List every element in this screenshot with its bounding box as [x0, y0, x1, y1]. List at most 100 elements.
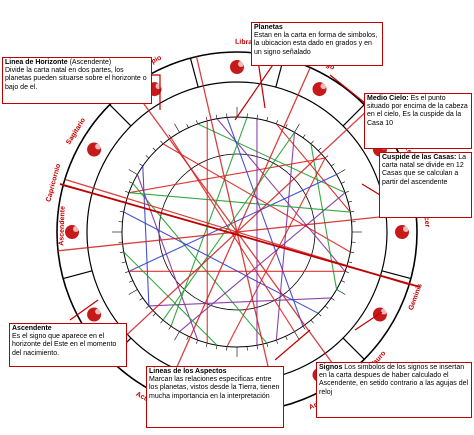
ascendant-title: Ascendente: [12, 325, 52, 332]
degree-tick: [196, 120, 198, 125]
degree-tick: [331, 297, 335, 301]
degree-tick: [139, 163, 143, 167]
degree-tick: [119, 251, 124, 253]
degree-tick: [119, 211, 124, 213]
aspect-lines-callout: Lineas de los Aspectos Marcan las relaci…: [146, 366, 284, 428]
aspect-line: [142, 166, 150, 306]
ascendant-callout: Ascendente Es el signo que aparece en el…: [9, 323, 127, 367]
aspect-line: [128, 174, 337, 272]
degree-tick: [324, 155, 329, 159]
signs-callout: Signos Los simbolos de los signos se ins…: [316, 362, 472, 418]
degree-tick: [350, 251, 355, 253]
planets-text: Estan en la carta en forma de simbolos, …: [254, 32, 378, 56]
degree-tick: [348, 261, 353, 264]
aspect-line: [162, 132, 295, 321]
midheaven-text: Es el punto situado por encima de la cab…: [367, 95, 468, 127]
degree-tick: [341, 181, 345, 184]
sign-divider: [189, 57, 199, 88]
aspect-line: [275, 132, 296, 341]
degree-tick: [256, 114, 258, 119]
aspect-line: [226, 157, 326, 347]
degree-tick: [121, 261, 126, 264]
aspect-line: [216, 118, 346, 272]
degree-tick: [160, 140, 164, 145]
degree-tick: [348, 200, 353, 203]
degree-tick: [256, 345, 258, 350]
house-cusp-text: La carta natal se divide en 12 Casas que…: [382, 154, 467, 186]
signs-title: Signos: [319, 364, 343, 371]
degree-tick: [174, 331, 180, 341]
degree-tick: [129, 181, 133, 184]
sign-label: Ascendente: [58, 206, 66, 246]
degree-tick: [186, 124, 189, 128]
degree-tick: [139, 297, 143, 301]
degree-tick: [276, 120, 278, 125]
degree-tick: [266, 343, 269, 348]
house-cusp-line: [57, 212, 417, 252]
sign-glyph-icon: [87, 307, 102, 322]
degree-tick: [285, 124, 288, 128]
sign-divider: [381, 270, 412, 280]
degree-tick: [350, 211, 355, 213]
degree-tick: [129, 280, 133, 283]
aspect-line: [128, 157, 326, 194]
degree-tick: [128, 289, 138, 295]
degree-tick: [125, 191, 130, 193]
midheaven-title: Medio Cielo:: [367, 95, 409, 102]
signs-text: Los simbolos de los signos se insertan e…: [319, 364, 469, 396]
sign-glyph-icon: [87, 142, 102, 157]
sign-label: Geminis: [408, 283, 424, 311]
degree-tick: [344, 271, 349, 273]
sign-glyph-icon: [395, 225, 409, 239]
aspect-line: [197, 123, 346, 194]
sign-glyph-icon: [65, 225, 79, 239]
degree-tick: [331, 163, 335, 167]
sign-label: Libra: [235, 39, 252, 47]
horizon-line-title: Linea de Horizonte: [5, 59, 68, 66]
aspect-line: [123, 211, 319, 314]
planets-title: Planetas: [254, 24, 283, 31]
degree-tick: [344, 191, 349, 193]
degree-tick: [160, 319, 164, 324]
degree-tick: [152, 147, 156, 151]
aspect-line: [310, 143, 338, 290]
degree-tick: [168, 326, 172, 330]
aspect-line: [128, 192, 351, 213]
aspect-lines-text: Marcan las relaciones especificas entre …: [149, 376, 280, 400]
horizon-line-text: Divide la carta natal en dos partes, los…: [5, 67, 147, 91]
horizon-line-subtitle: (Ascendente): [67, 59, 112, 66]
sign-glyph-icon: [312, 82, 327, 97]
ascendant-text: Es el signo que aparece en el horizonte …: [12, 333, 117, 357]
degree-tick: [318, 313, 322, 317]
sign-glyph-icon: [230, 60, 244, 74]
house-cusp-callout: Cuspide de las Casas: La carta natal se …: [379, 152, 472, 218]
degree-tick: [285, 336, 288, 340]
degree-tick: [205, 343, 208, 348]
aspect-line: [132, 183, 268, 344]
sign-divider: [342, 104, 365, 127]
degree-tick: [216, 114, 218, 119]
sign-divider: [342, 337, 365, 360]
degree-tick: [186, 336, 189, 340]
aspect-line: [179, 192, 346, 333]
aspect-line: [275, 123, 351, 213]
degree-tick: [145, 155, 150, 159]
degree-tick: [294, 331, 300, 341]
degree-tick: [310, 140, 314, 145]
aspect-lines-title: Lineas de los Aspectos: [149, 368, 227, 375]
degree-tick: [216, 345, 218, 350]
sign-label: Sagitario: [65, 117, 87, 146]
house-cusp-title: Cuspide de las Casas:: [382, 154, 457, 161]
horizon-line-callout: Linea de Horizonte (Ascendente) Divide l…: [2, 57, 152, 104]
degree-tick: [174, 123, 180, 133]
planets-callout: Planetas Estan en la carta en forma de s…: [251, 22, 383, 66]
degree-ticks: [112, 107, 362, 357]
aspect-line: [148, 297, 332, 307]
degree-tick: [294, 123, 300, 133]
degree-tick: [152, 313, 156, 317]
degree-tick: [318, 147, 322, 151]
degree-tick: [266, 116, 269, 121]
degree-tick: [276, 339, 278, 344]
degree-tick: [302, 134, 306, 138]
degree-tick: [302, 326, 306, 330]
